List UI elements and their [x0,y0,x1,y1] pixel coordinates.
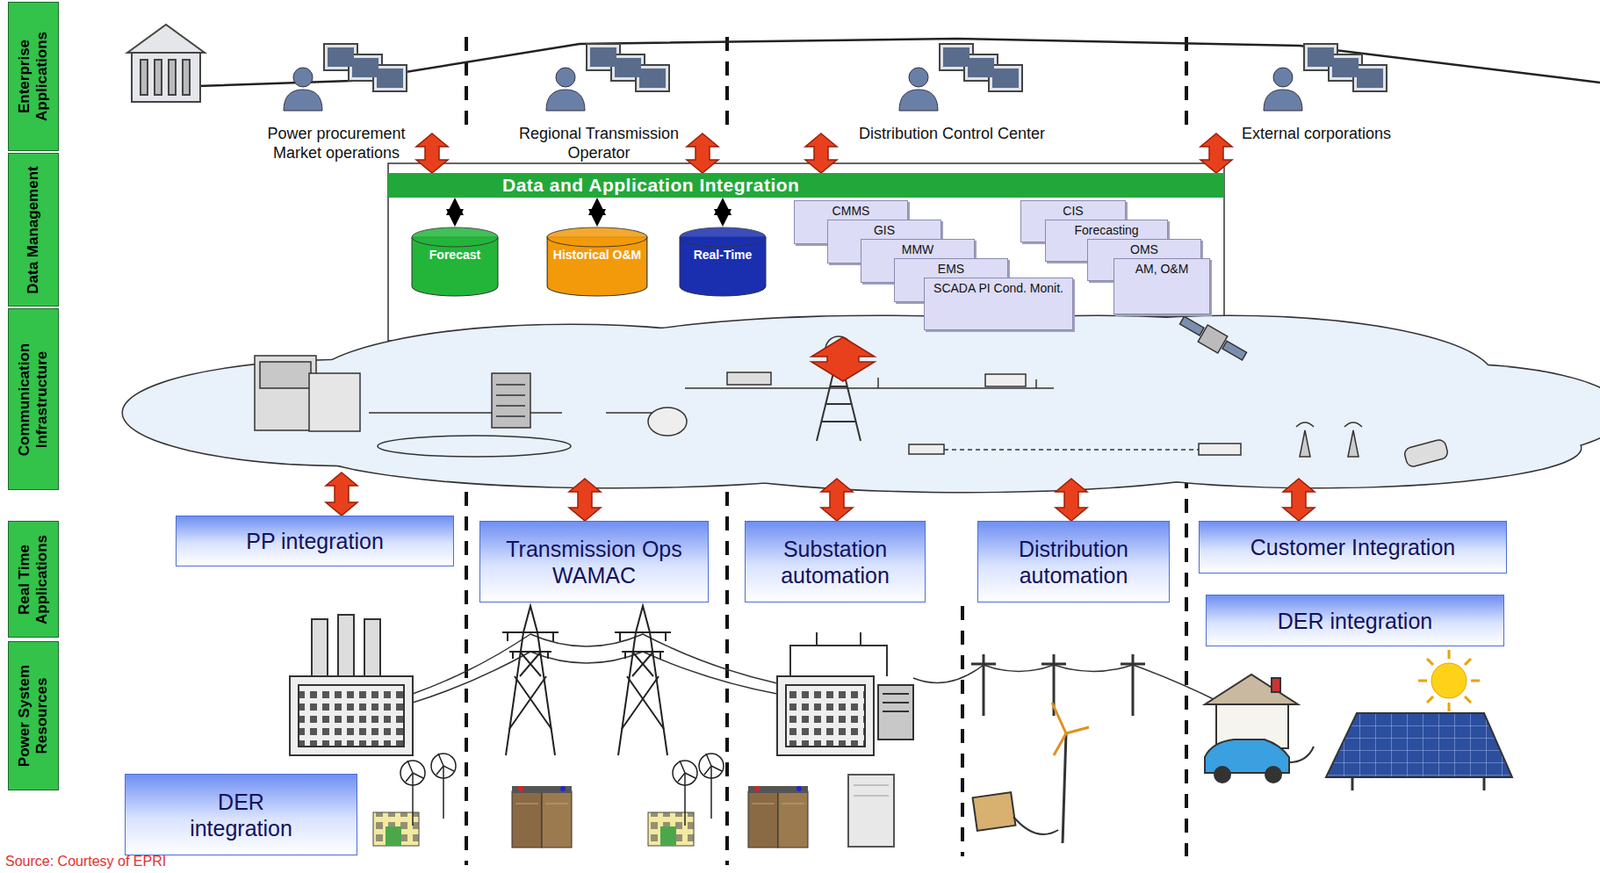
node-text: Forecast [429,247,481,262]
node-text: Substation automation [754,535,916,589]
layer-band: Enterprise Applications [7,1,59,152]
node-text: EMS [937,261,965,276]
role-label: Distribution Control Center [828,124,1075,145]
layer-band: Communication Infrastructure [7,308,59,491]
node-text: CMMS [832,203,871,218]
layer-band: Real Time Applications [7,520,59,638]
node-text: MMW [901,242,935,257]
red-double-arrow [569,478,601,521]
cylinder-top [679,227,766,247]
application-sheet: SCADA PI Cond. Monit. [923,277,1074,331]
layer-band: Data Management [7,152,59,307]
function-box: DER integration [1205,594,1505,647]
role-label: Regional Transmission Operator [511,124,687,163]
red-double-arrow [805,133,837,173]
data-link-arrow [593,208,601,217]
red-double-arrow [416,133,448,173]
function-box: PP integration [175,515,455,567]
node-text: SCADA PI Cond. Monit. [933,281,1064,296]
database-cylinder: Forecast [410,226,499,297]
red-double-arrow [1200,133,1233,173]
function-box: Transmission Ops WAMAC [479,520,709,603]
node-text: Transmission Ops WAMAC [489,535,700,589]
node-text: DER integration [1277,607,1433,635]
node-text: OMS [1130,242,1159,257]
role-label: External corporations [1219,124,1413,145]
node-text: GIS [873,223,895,238]
red-double-arrow [1282,478,1315,521]
node-text: Customer Integration [1250,533,1456,561]
node-text: Real Time Applications [15,525,51,634]
node-text: Historical O&M [553,247,642,262]
node-text: DER integration [166,788,317,842]
function-box: Distribution automation [977,520,1170,603]
cylinder-top [547,227,648,247]
node-text: Enterprise Applications [15,6,51,147]
data-link-arrow [451,208,459,217]
red-double-arrow [686,133,719,173]
node-text: Power System Resources [15,645,51,786]
node-text: PP integration [245,527,384,555]
role-label: Power procurement Market operations [257,124,416,163]
data-link-arrow [719,208,727,217]
node-text: Data and Application Integration [502,174,800,196]
source-note: Source: Courtesy of EPRI [5,853,166,870]
function-box: Customer Integration [1198,520,1507,574]
red-double-arrow [821,478,853,521]
database-cylinder: Historical O&M [546,226,649,297]
node-text: Forecasting [1073,223,1139,238]
application-sheet: AM, O&M [1113,258,1211,315]
node-text: Real-Time [693,247,753,262]
function-box: Substation automation [744,520,926,603]
function-box: DER integration [124,773,358,856]
integration-bar: Data and Application Integration [388,172,1225,198]
layer-band: Power System Resources [7,641,59,791]
red-double-arrow [1055,478,1088,521]
node-text: CIS [1062,203,1083,218]
node-text: Distribution automation [987,535,1161,589]
red-double-arrow [811,337,875,382]
cylinder-top [411,227,498,247]
node-text: Communication Infrastructure [15,312,51,486]
node-text: AM, O&M [1135,261,1190,276]
database-cylinder: Real-Time [678,226,767,297]
red-double-arrow [325,472,358,516]
node-text: Data Management [24,157,43,303]
